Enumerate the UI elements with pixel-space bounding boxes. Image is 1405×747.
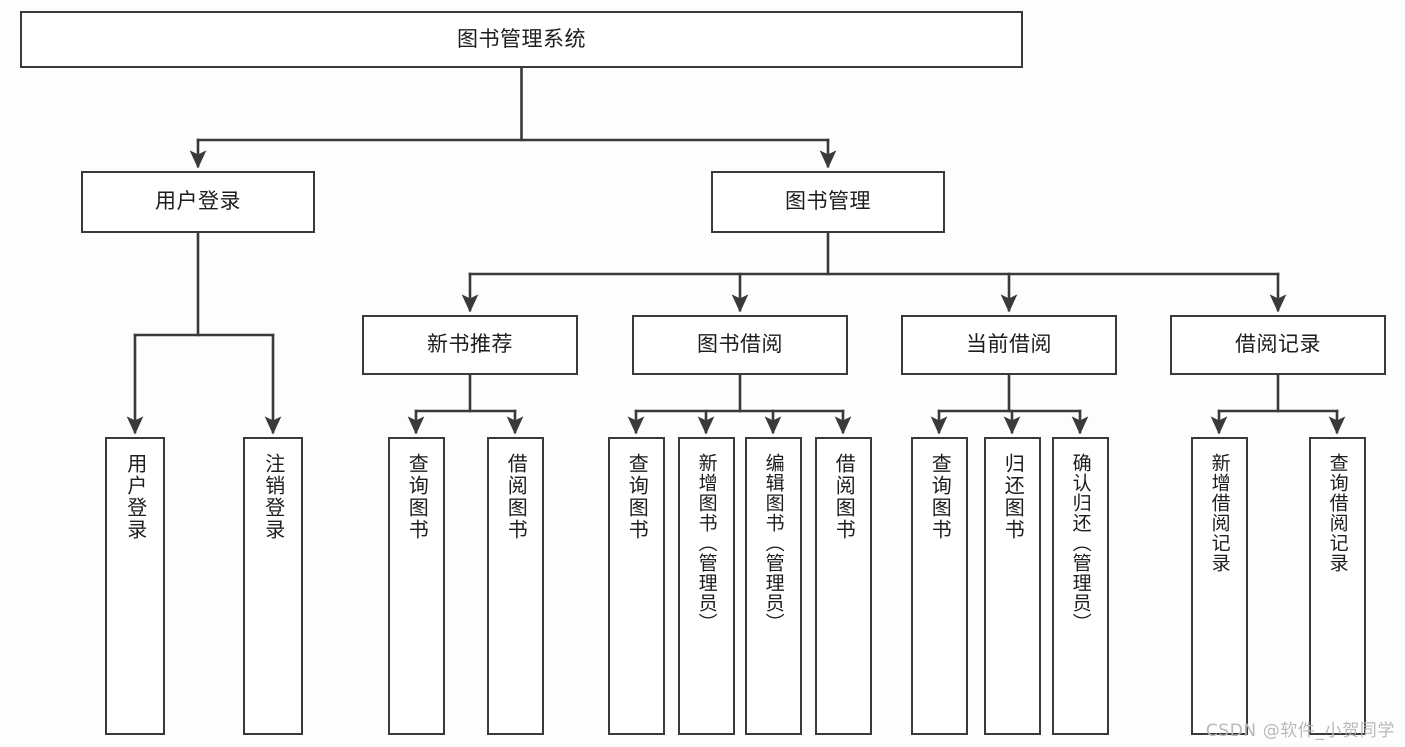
node-leaf-confirm-return-label: 确认归还（管理员） xyxy=(1069,453,1092,633)
node-borrow-record-label: 借阅记录 xyxy=(1235,332,1321,357)
node-leaf-logout-label: 注销登录 xyxy=(261,453,286,541)
node-leaf-add-record[interactable]: 新增借阅记录 xyxy=(1191,437,1248,735)
node-leaf-query-record-label: 查询借阅记录 xyxy=(1326,453,1349,573)
node-root-label: 图书管理系统 xyxy=(457,26,586,51)
node-leaf-query-book-2-label: 查询图书 xyxy=(625,453,650,541)
node-leaf-query-book-1-label: 查询图书 xyxy=(405,453,430,541)
node-leaf-query-record[interactable]: 查询借阅记录 xyxy=(1309,437,1366,735)
node-new-book-recommend[interactable]: 新书推荐 xyxy=(362,315,578,375)
node-leaf-borrow-book-2[interactable]: 借阅图书 xyxy=(815,437,872,735)
csdn-watermark: CSDN @软件_小贺同学 xyxy=(1205,721,1395,741)
node-leaf-user-login-label: 用户登录 xyxy=(123,453,148,541)
node-leaf-add-book-label: 新增图书（管理员） xyxy=(695,453,718,633)
node-leaf-add-record-label: 新增借阅记录 xyxy=(1208,453,1231,573)
node-leaf-query-book-3-label: 查询图书 xyxy=(928,453,953,541)
node-current-borrow[interactable]: 当前借阅 xyxy=(901,315,1117,375)
node-leaf-borrow-book-1[interactable]: 借阅图书 xyxy=(487,437,544,735)
node-current-borrow-label: 当前借阅 xyxy=(966,332,1052,357)
node-leaf-edit-book-label: 编辑图书（管理员） xyxy=(762,453,785,633)
node-book-manage[interactable]: 图书管理 xyxy=(711,171,945,233)
node-leaf-query-book-3[interactable]: 查询图书 xyxy=(911,437,968,735)
node-leaf-confirm-return[interactable]: 确认归还（管理员） xyxy=(1052,437,1109,735)
node-leaf-logout[interactable]: 注销登录 xyxy=(243,437,303,735)
node-book-manage-label: 图书管理 xyxy=(785,189,871,214)
node-borrow-record[interactable]: 借阅记录 xyxy=(1170,315,1386,375)
node-book-borrow-label: 图书借阅 xyxy=(697,332,783,357)
node-user-login-label: 用户登录 xyxy=(155,189,241,214)
node-leaf-user-login[interactable]: 用户登录 xyxy=(105,437,165,735)
node-leaf-borrow-book-1-label: 借阅图书 xyxy=(504,453,529,541)
node-leaf-add-book[interactable]: 新增图书（管理员） xyxy=(678,437,735,735)
node-book-borrow[interactable]: 图书借阅 xyxy=(632,315,848,375)
node-leaf-query-book-1[interactable]: 查询图书 xyxy=(388,437,445,735)
node-leaf-return-book-label: 归还图书 xyxy=(1001,453,1026,541)
node-root[interactable]: 图书管理系统 xyxy=(20,11,1023,68)
node-leaf-query-book-2[interactable]: 查询图书 xyxy=(608,437,665,735)
node-leaf-return-book[interactable]: 归还图书 xyxy=(984,437,1041,735)
node-new-book-recommend-label: 新书推荐 xyxy=(427,332,513,357)
node-leaf-borrow-book-2-label: 借阅图书 xyxy=(832,453,857,541)
node-user-login[interactable]: 用户登录 xyxy=(81,171,315,233)
node-leaf-edit-book[interactable]: 编辑图书（管理员） xyxy=(745,437,802,735)
